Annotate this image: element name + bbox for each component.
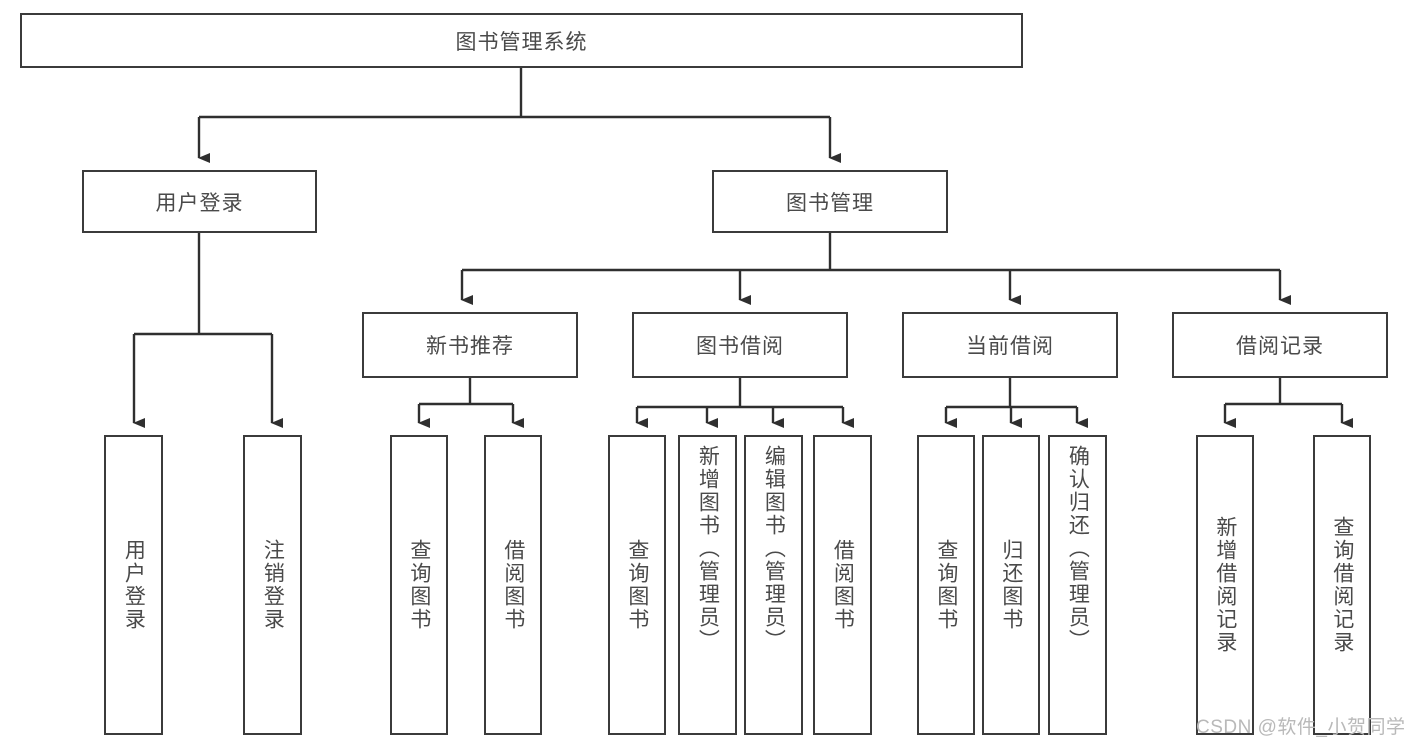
node-book-borrow[interactable]: 图书借阅 [632, 312, 848, 378]
watermark-text: CSDN @软件_小贺同学 [1196, 717, 1405, 738]
node-book-management-label: 图书管理 [786, 191, 874, 215]
node-leaf-return-book[interactable]: 归还图书 [982, 435, 1040, 735]
node-leaf-query-book-current[interactable]: 查询图书 [917, 435, 975, 735]
node-leaf-add-borrow-record-label: 新增借阅记录 [1213, 516, 1237, 654]
node-leaf-user-login[interactable]: 用户登录 [104, 435, 163, 735]
node-root-label: 图书管理系统 [455, 30, 588, 54]
node-leaf-add-borrow-record[interactable]: 新增借阅记录 [1196, 435, 1254, 735]
node-leaf-add-book-admin[interactable]: 新增图书（管理员） [678, 435, 737, 735]
node-leaf-confirm-return-admin-label: 确认归还（管理员） [1066, 445, 1090, 652]
node-current-borrow-label: 当前借阅 [966, 335, 1054, 358]
node-leaf-borrow-book-label: 借阅图书 [831, 539, 855, 631]
node-leaf-borrow-book-recommend[interactable]: 借阅图书 [484, 435, 542, 735]
node-new-book-recommend[interactable]: 新书推荐 [362, 312, 578, 378]
node-leaf-user-login-label: 用户登录 [122, 539, 146, 631]
node-leaf-return-book-label: 归还图书 [999, 539, 1023, 631]
node-user-login[interactable]: 用户登录 [82, 170, 317, 233]
node-current-borrow[interactable]: 当前借阅 [902, 312, 1118, 378]
node-leaf-query-book-borrow-label: 查询图书 [625, 539, 649, 631]
node-leaf-query-book-recommend[interactable]: 查询图书 [390, 435, 448, 735]
node-leaf-query-borrow-record-label: 查询借阅记录 [1330, 516, 1354, 654]
node-new-book-recommend-label: 新书推荐 [426, 335, 514, 358]
node-leaf-add-book-admin-label: 新增图书（管理员） [696, 445, 720, 652]
node-book-borrow-label: 图书借阅 [696, 335, 784, 358]
node-root[interactable]: 图书管理系统 [20, 13, 1023, 68]
node-leaf-query-book-current-label: 查询图书 [934, 539, 958, 631]
node-leaf-edit-book-admin[interactable]: 编辑图书（管理员） [744, 435, 803, 735]
node-leaf-borrow-book-recommend-label: 借阅图书 [501, 539, 525, 631]
node-leaf-confirm-return-admin[interactable]: 确认归还（管理员） [1048, 435, 1107, 735]
node-user-login-label: 用户登录 [155, 191, 244, 215]
node-leaf-logout-login[interactable]: 注销登录 [243, 435, 302, 735]
node-leaf-borrow-book[interactable]: 借阅图书 [813, 435, 872, 735]
node-leaf-query-book-recommend-label: 查询图书 [407, 539, 431, 631]
node-borrow-record-label: 借阅记录 [1236, 335, 1324, 358]
node-leaf-query-borrow-record[interactable]: 查询借阅记录 [1313, 435, 1371, 735]
node-borrow-record[interactable]: 借阅记录 [1172, 312, 1388, 378]
node-leaf-logout-login-label: 注销登录 [261, 539, 285, 631]
node-book-management[interactable]: 图书管理 [712, 170, 948, 233]
node-leaf-query-book-borrow[interactable]: 查询图书 [608, 435, 666, 735]
node-leaf-edit-book-admin-label: 编辑图书（管理员） [762, 445, 786, 652]
